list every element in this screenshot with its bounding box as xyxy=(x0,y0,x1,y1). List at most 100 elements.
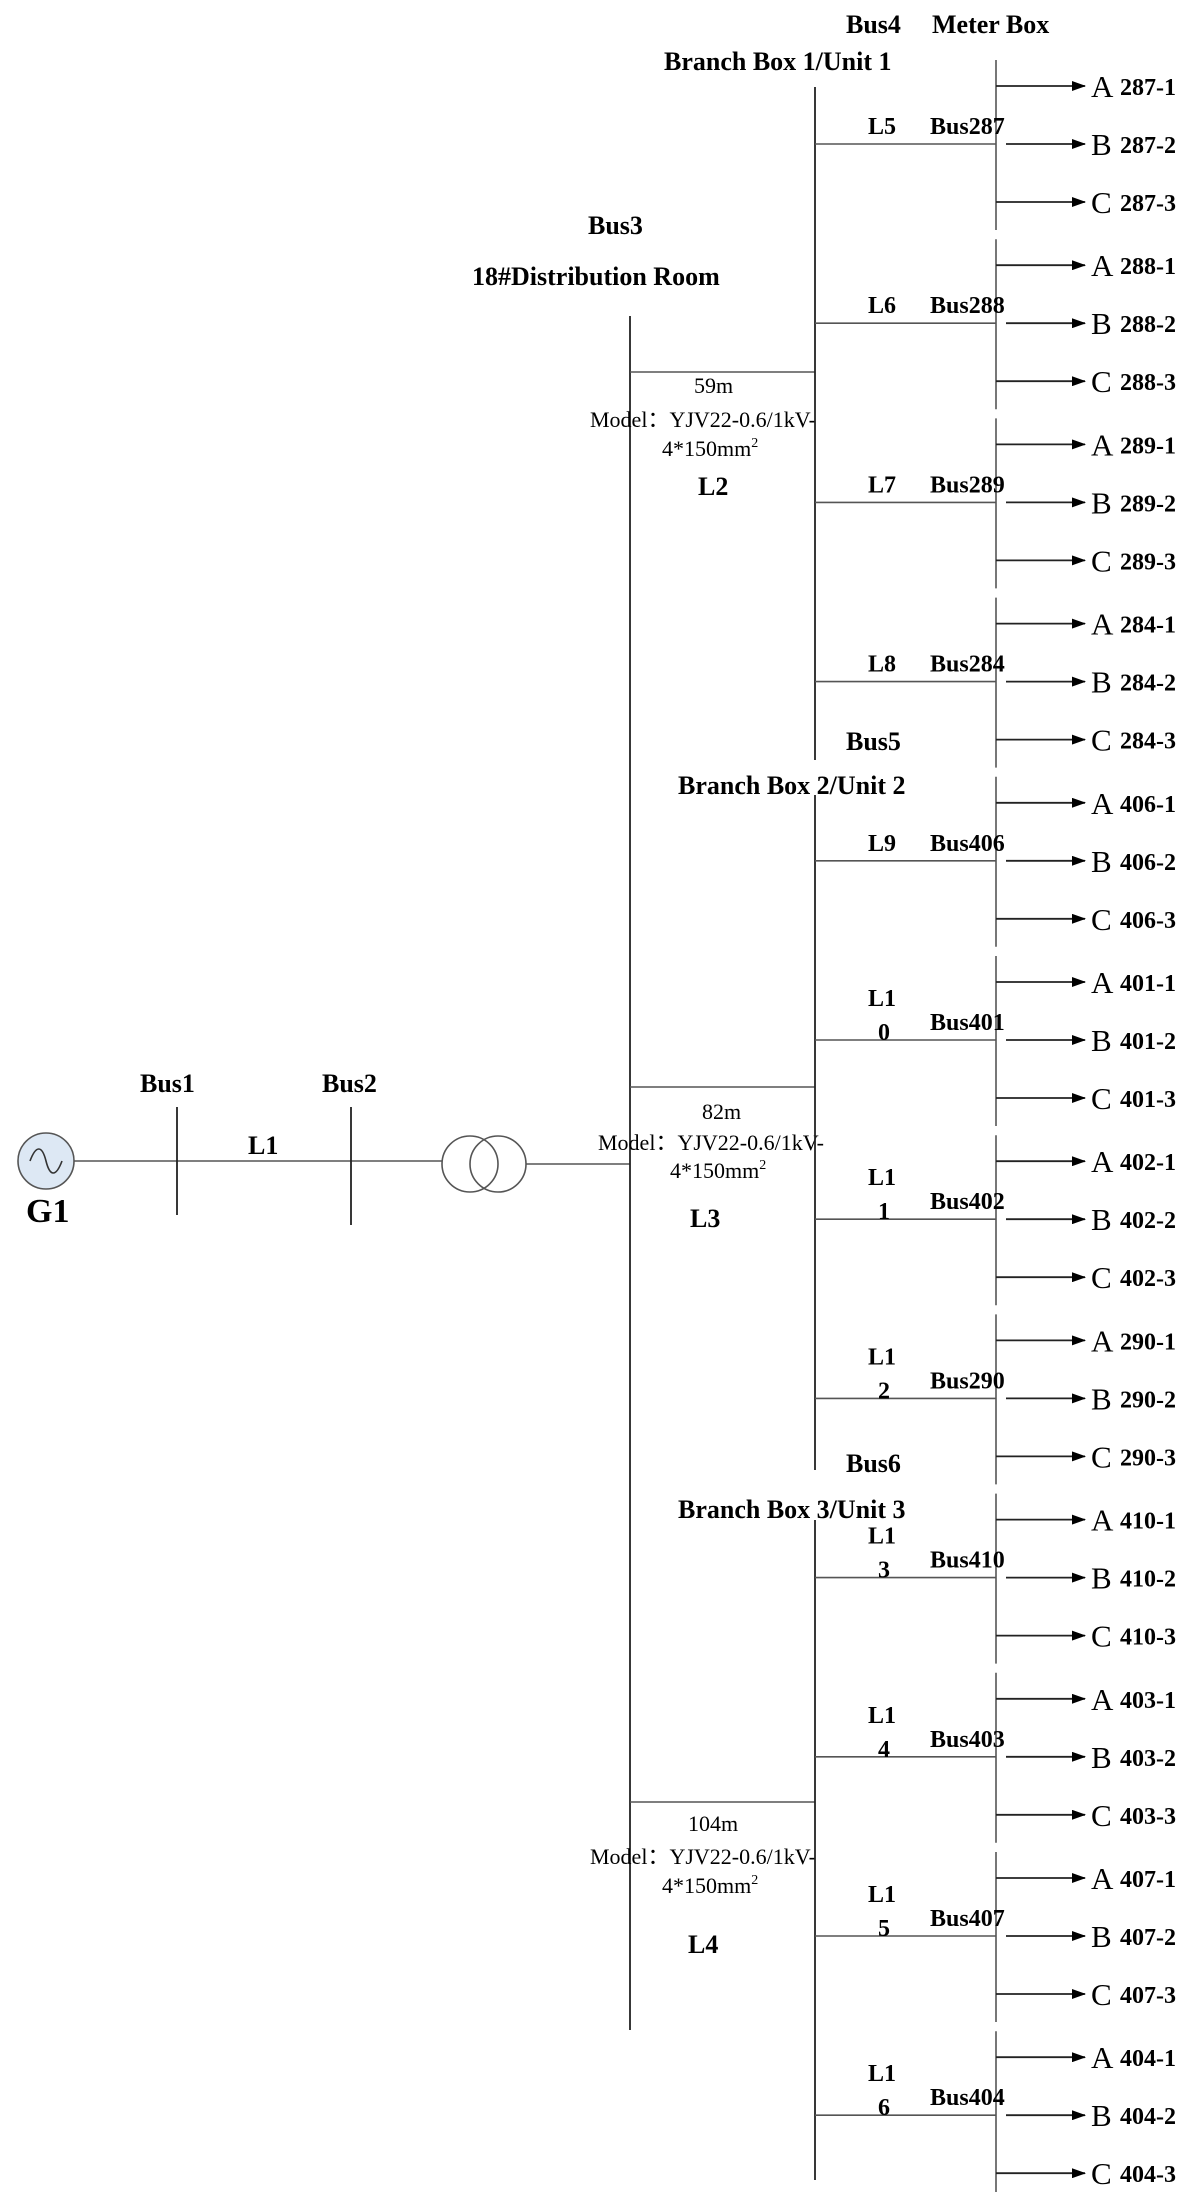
bus4-label: Bus4 xyxy=(846,10,901,39)
line-l1-label: L1 xyxy=(248,1131,278,1160)
branch-line-label: L7 xyxy=(868,472,896,498)
branch-line-label: L5 xyxy=(868,114,896,140)
load-id-label: 406-2 xyxy=(1120,850,1176,876)
phase-label: A xyxy=(1091,248,1114,283)
phase-label: A xyxy=(1091,786,1114,821)
load-id-label: 407-1 xyxy=(1120,1867,1176,1893)
load-id-label: 402-1 xyxy=(1120,1150,1176,1176)
bus5-label: Bus5 xyxy=(846,727,901,756)
branch-box-1-label: Branch Box 1/Unit 1 xyxy=(664,47,892,76)
phase-label: B xyxy=(1091,1740,1112,1775)
load-id-label: 288-1 xyxy=(1120,254,1176,280)
branch-line-label: L1 xyxy=(868,2061,896,2087)
cable-line-label: L3 xyxy=(690,1204,720,1233)
meter-bus-label: Bus401 xyxy=(930,1010,1005,1036)
phase-label: C xyxy=(1091,1439,1112,1474)
load-id-label: 284-1 xyxy=(1120,613,1176,639)
cable-size: 4*150mm2 xyxy=(670,1158,766,1183)
bus2-label: Bus2 xyxy=(322,1069,377,1098)
phase-label: B xyxy=(1091,844,1112,879)
branch-line-label: 6 xyxy=(878,2095,890,2121)
load-id-label: 403-2 xyxy=(1120,1746,1176,1772)
branch-line-label: 1 xyxy=(878,1199,890,1225)
meter-bus-label: Bus290 xyxy=(930,1368,1005,1394)
phase-label: C xyxy=(1091,1798,1112,1833)
load-id-label: 406-3 xyxy=(1120,908,1176,934)
meter-bus-label: Bus404 xyxy=(930,2085,1005,2111)
load-id-label: 284-3 xyxy=(1120,729,1176,755)
cable-l4: 104m Model：YJV22-0.6/1kV- 4*150mm2 L4 xyxy=(590,1801,816,1959)
branch-line-label: L6 xyxy=(868,293,896,319)
phase-label: A xyxy=(1091,1323,1114,1358)
load-id-label: 404-1 xyxy=(1120,2046,1176,2072)
cable-line-label: L2 xyxy=(698,472,728,501)
bus1-label: Bus1 xyxy=(140,1069,195,1098)
cable-length: 59m xyxy=(694,373,733,398)
phase-label: A xyxy=(1091,607,1114,642)
bus3-label: Bus3 xyxy=(588,211,643,240)
phase-label: C xyxy=(1091,902,1112,937)
transformer xyxy=(441,1135,527,1193)
phase-label: B xyxy=(1091,485,1112,520)
phase-label: A xyxy=(1091,1861,1114,1896)
load-id-label: 407-3 xyxy=(1120,1983,1176,2009)
phase-label: B xyxy=(1091,1561,1112,1596)
phase-label: C xyxy=(1091,1977,1112,2012)
load-id-label: 401-1 xyxy=(1120,971,1176,997)
load-id-label: 287-3 xyxy=(1120,191,1176,217)
load-id-label: 289-2 xyxy=(1120,491,1176,517)
phase-label: B xyxy=(1091,306,1112,341)
branch-line-label: L1 xyxy=(868,1703,896,1729)
distribution-room-label: 18#Distribution Room xyxy=(472,262,720,291)
transformer-primary-winding xyxy=(441,1135,499,1193)
phase-label: A xyxy=(1091,1144,1114,1179)
meter-bus-label: Bus403 xyxy=(930,1727,1005,1753)
load-id-label: 290-2 xyxy=(1120,1387,1176,1413)
branch-line-label: L1 xyxy=(868,1882,896,1908)
branch-box-2-label: Branch Box 2/Unit 2 xyxy=(678,771,906,800)
phase-label: C xyxy=(1091,2156,1112,2191)
cable-l3: 82m Model：YJV22-0.6/1kV- 4*150mm2 L3 xyxy=(598,1086,824,1233)
phase-label: B xyxy=(1091,665,1112,700)
load-id-label: 410-1 xyxy=(1120,1509,1176,1535)
cable-l2: 59m Model：YJV22-0.6/1kV- 4*150mm2 L2 xyxy=(590,371,816,501)
meter-bus-label: Bus402 xyxy=(930,1189,1005,1215)
phase-label: B xyxy=(1091,1919,1112,1954)
meter-bus-label: Bus410 xyxy=(930,1548,1005,1574)
load-id-label: 410-2 xyxy=(1120,1567,1176,1593)
load-id-label: 410-3 xyxy=(1120,1625,1176,1651)
phase-label: B xyxy=(1091,1202,1112,1237)
meter-box-label: Meter Box xyxy=(932,10,1049,39)
load-id-label: 402-2 xyxy=(1120,1208,1176,1234)
branch-line-label: L1 xyxy=(868,1524,896,1550)
load-id-label: 290-3 xyxy=(1120,1445,1176,1471)
load-id-label: 401-2 xyxy=(1120,1029,1176,1055)
phase-label: C xyxy=(1091,185,1112,220)
branch-line-label: 0 xyxy=(878,1020,890,1046)
generator-label: G1 xyxy=(26,1193,69,1230)
branch-line-label: L8 xyxy=(868,652,896,678)
meter-bus-label: Bus406 xyxy=(930,831,1005,857)
generator-g1: G1 xyxy=(17,1132,75,1230)
branch-line-label: 4 xyxy=(878,1737,890,1763)
branch-box-3-label: Branch Box 3/Unit 3 xyxy=(678,1495,906,1524)
phase-label: C xyxy=(1091,1260,1112,1295)
phase-label: A xyxy=(1091,1682,1114,1717)
phase-label: C xyxy=(1091,1081,1112,1116)
load-id-label: 403-3 xyxy=(1120,1804,1176,1830)
load-id-label: 406-1 xyxy=(1120,792,1176,818)
phase-label: A xyxy=(1091,1503,1114,1538)
load-id-label: 287-2 xyxy=(1120,133,1176,159)
cable-length: 104m xyxy=(688,1811,738,1836)
phase-label: A xyxy=(1091,965,1114,1000)
phase-label: B xyxy=(1091,127,1112,162)
branch-line-label: 3 xyxy=(878,1558,890,1584)
